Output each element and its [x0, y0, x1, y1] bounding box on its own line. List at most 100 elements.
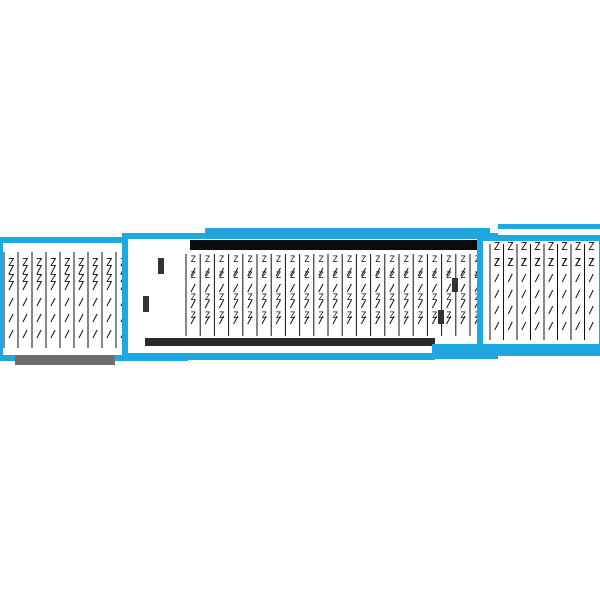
cell-hatch — [304, 267, 310, 277]
cell-glyph: Z — [361, 311, 367, 321]
cell-glyph: Z — [8, 272, 15, 285]
cell-hatch — [275, 315, 281, 325]
cell-hatch — [403, 299, 409, 309]
cell-glyph: Z — [460, 271, 466, 281]
cell-hatch — [521, 305, 527, 315]
cell-hatch — [389, 283, 395, 293]
cell-glyph: Z — [290, 271, 296, 281]
cell-hatch — [78, 297, 84, 307]
cell-hatch — [403, 267, 409, 277]
cell-glyph: Z — [219, 255, 225, 265]
cell-glyph: Z — [247, 271, 253, 281]
top-accent-bar — [205, 228, 490, 233]
cell-hatch — [417, 315, 423, 325]
cell-hatch — [494, 273, 500, 283]
cell-glyph: Z — [64, 256, 71, 269]
cell-hatch — [575, 305, 581, 315]
cell-hatch — [78, 313, 84, 323]
cell-glyph: Z — [190, 255, 196, 265]
cell-hatch — [92, 265, 98, 275]
cell-hatch — [332, 283, 338, 293]
cell-hatch — [22, 281, 28, 291]
cell-glyph: Z — [318, 255, 324, 265]
cell-glyph: Z — [446, 255, 452, 265]
cell-hatch — [346, 267, 352, 277]
cell-hatch — [561, 321, 567, 331]
cell-glyph: Z — [247, 255, 253, 265]
cell-glyph: Z — [361, 271, 367, 281]
middle-module: ZZZZZZZZZZZZZZZZZZZZZZZZZZZZZZZZZZZZZZZZ… — [122, 233, 498, 359]
cell-glyph: Z — [418, 271, 424, 281]
cell-glyph: Z — [36, 272, 43, 285]
cell-hatch — [247, 267, 253, 277]
middle-module-rail — [145, 338, 435, 346]
cell-hatch — [375, 299, 381, 309]
cell-hatch — [64, 329, 70, 339]
cell-glyph: Z — [78, 256, 85, 269]
cell-hatch — [106, 265, 112, 275]
cell-hatch — [78, 281, 84, 291]
cell-glyph: Z — [389, 255, 395, 265]
cell-hatch — [360, 299, 367, 309]
cell-hatch — [36, 329, 42, 339]
cell-hatch — [494, 289, 500, 299]
cell-hatch — [534, 305, 540, 315]
cell-hatch — [318, 283, 324, 293]
right-module-outline — [477, 235, 600, 353]
cell-hatch — [346, 283, 352, 293]
cell-hatch — [360, 267, 367, 277]
cell-hatch — [78, 265, 84, 275]
cell-hatch — [50, 297, 56, 307]
cell-glyph: Z — [574, 240, 581, 253]
cell-glyph: Z — [520, 240, 527, 253]
cell-glyph: Z — [233, 293, 239, 303]
cell-hatch — [106, 297, 112, 307]
cell-hatch — [460, 315, 466, 325]
cell-glyph: Z — [588, 240, 595, 253]
cell-glyph: Z — [261, 271, 267, 281]
cell-hatch — [275, 267, 281, 277]
cell-hatch — [275, 299, 281, 309]
cell-hatch — [446, 299, 452, 309]
cell-hatch — [389, 299, 395, 309]
cell-hatch — [431, 267, 438, 277]
cell-hatch — [289, 283, 296, 293]
cell-hatch — [588, 305, 594, 315]
cell-glyph: Z — [22, 272, 29, 285]
cell-glyph: Z — [332, 311, 338, 321]
cell-hatch — [289, 267, 296, 277]
cell-hatch — [190, 315, 196, 325]
cell-glyph: Z — [418, 293, 424, 303]
cell-glyph: Z — [190, 293, 196, 303]
cell-glyph: Z — [276, 271, 282, 281]
cell-hatch — [521, 289, 527, 299]
right-marker-lower — [438, 310, 444, 324]
cell-glyph: Z — [190, 311, 196, 321]
cell-hatch — [332, 299, 338, 309]
cell-hatch — [22, 265, 28, 275]
cell-hatch — [233, 267, 239, 277]
cell-hatch — [190, 283, 196, 293]
cell-hatch — [534, 289, 540, 299]
cell-hatch — [318, 267, 324, 277]
cell-glyph: Z — [304, 311, 310, 321]
cell-glyph: Z — [432, 293, 438, 303]
cell-glyph: Z — [247, 311, 253, 321]
cell-hatch — [346, 299, 352, 309]
cell-glyph: Z — [233, 311, 239, 321]
cell-glyph: Z — [534, 240, 541, 253]
cell-glyph: Z — [403, 311, 409, 321]
cell-hatch — [548, 273, 554, 283]
cell-hatch — [507, 273, 513, 283]
cell-hatch — [588, 257, 594, 267]
cell-hatch — [64, 297, 70, 307]
cell-hatch — [446, 315, 452, 325]
cell-hatch — [50, 329, 56, 339]
cell-glyph: Z — [50, 256, 57, 269]
cell-hatch — [261, 315, 267, 325]
cell-glyph: Z — [446, 293, 452, 303]
cell-glyph: Z — [446, 311, 452, 321]
cell-hatch — [575, 289, 581, 299]
cell-glyph: Z — [432, 255, 438, 265]
